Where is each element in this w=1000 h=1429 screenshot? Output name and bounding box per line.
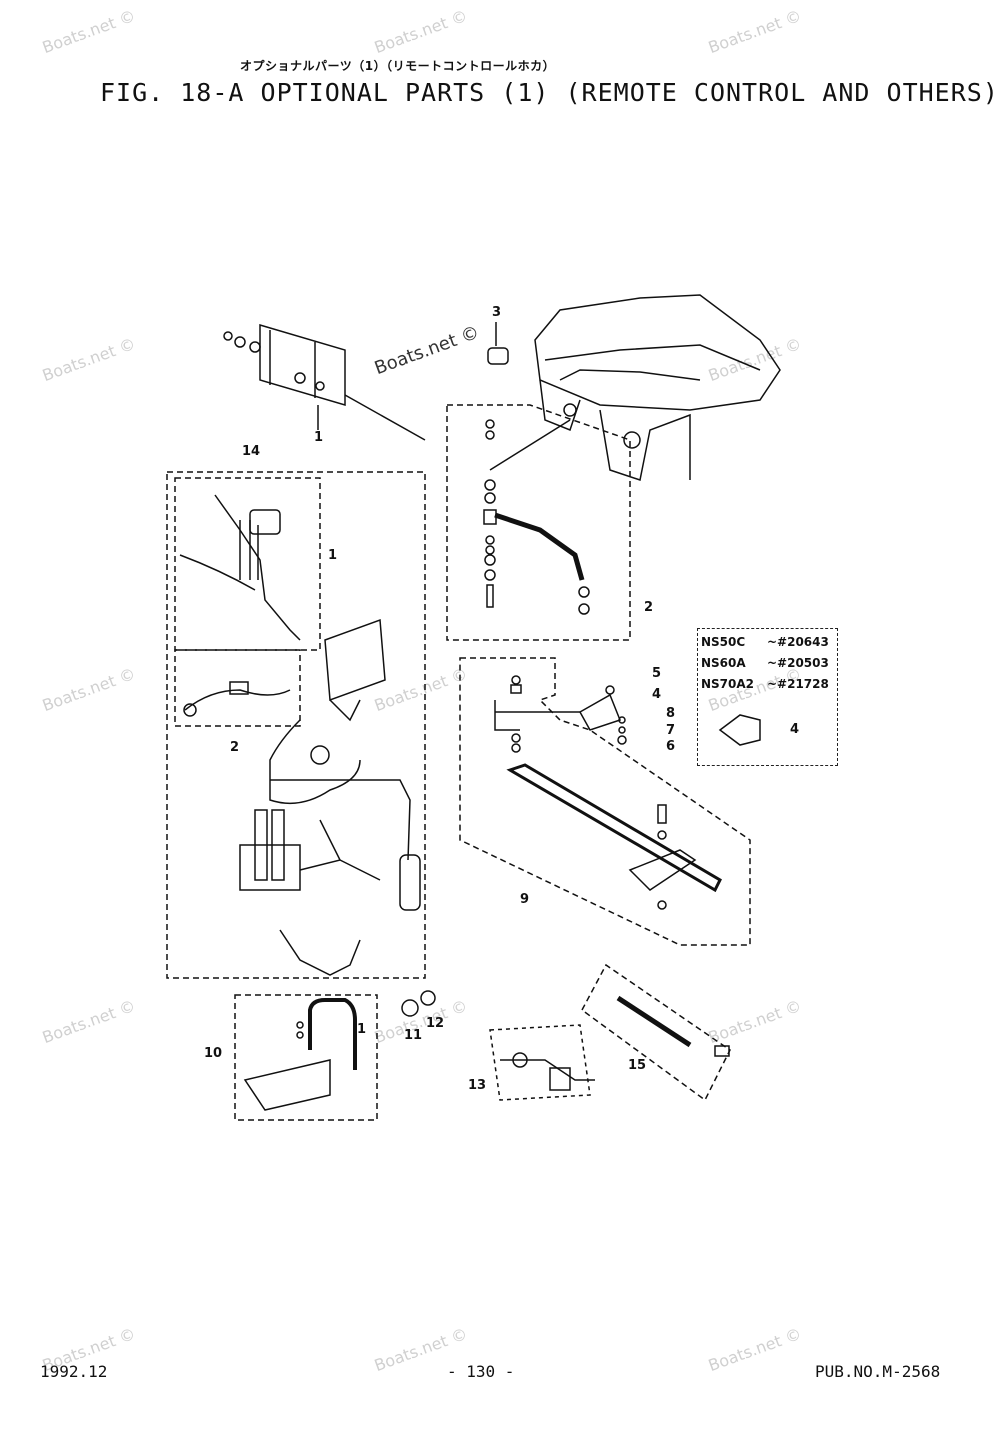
callout-1: 1 xyxy=(314,430,324,445)
table-row: NS60A ~#20503 xyxy=(701,656,829,670)
callout-11: 11 xyxy=(404,1028,423,1043)
engine-cowling xyxy=(534,294,781,411)
publication-number: PUB.NO.M-2568 xyxy=(815,1362,941,1381)
table-row: NS50C ~#20643 xyxy=(701,635,829,649)
callout-9: 9 xyxy=(520,892,530,907)
callout-15: 15 xyxy=(628,1058,647,1073)
callout-10: 10 xyxy=(204,1046,223,1061)
serial-range: ~#20503 xyxy=(767,656,829,670)
group-14-box xyxy=(166,471,426,979)
callout-7: 7 xyxy=(666,723,676,738)
group-15-box xyxy=(581,963,731,1102)
callout-1: 1 xyxy=(328,548,338,563)
callout-12: 12 xyxy=(426,1016,445,1031)
subtitle-japanese: オプショナルパーツ（1）（リモートコントロールホカ） xyxy=(240,59,556,73)
callout-2: 2 xyxy=(644,600,654,615)
callout-2: 2 xyxy=(230,740,240,755)
group-1-box xyxy=(174,477,321,651)
grommet-part xyxy=(487,347,509,365)
figure-title: FIG. 18-A OPTIONAL PARTS (1) (REMOTE CON… xyxy=(100,78,999,107)
serial-range: ~#20643 xyxy=(767,635,829,649)
callout-5: 5 xyxy=(652,666,662,681)
page-number: - 130 - xyxy=(447,1362,515,1381)
table-row: NS70A2 ~#21728 xyxy=(701,677,829,691)
model-name: NS60A xyxy=(701,656,746,670)
serial-range: ~#21728 xyxy=(767,677,829,691)
model-name: NS50C xyxy=(701,635,746,649)
callout-4: 4 xyxy=(652,687,662,702)
callout-4: 4 xyxy=(790,722,800,737)
group-2-harness-box xyxy=(174,649,301,727)
model-name: NS70A2 xyxy=(701,677,755,691)
footer-date: 1992.12 xyxy=(40,1362,108,1381)
group-10-box xyxy=(234,994,378,1121)
callout-6: 6 xyxy=(666,739,676,754)
model-serial-table: NS50C ~#20643 NS60A ~#20503 NS70A2 ~#21728 xyxy=(697,628,838,766)
callout-1: 1 xyxy=(357,1022,367,1037)
group-2-box xyxy=(446,404,631,641)
callout-3: 3 xyxy=(492,305,502,320)
callout-14: 14 xyxy=(242,444,261,459)
callout-8: 8 xyxy=(666,706,676,721)
callout-13: 13 xyxy=(468,1078,487,1093)
bracket-plate xyxy=(259,323,346,407)
